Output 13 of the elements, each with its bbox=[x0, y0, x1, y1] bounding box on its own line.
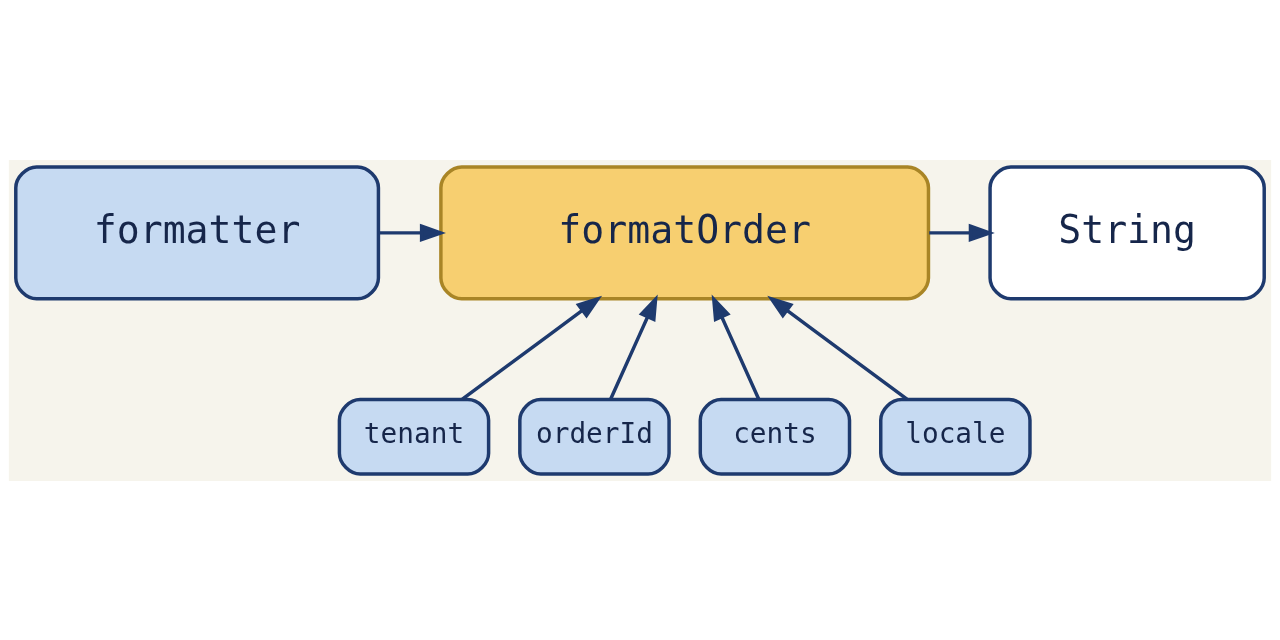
node-box: cents bbox=[698, 397, 852, 476]
node-box: locale bbox=[879, 397, 1032, 476]
node-box: formatOrder bbox=[439, 164, 931, 301]
arrow bbox=[711, 294, 761, 400]
arrow bbox=[461, 295, 603, 401]
node-box: formatter bbox=[14, 164, 381, 301]
node-box: String bbox=[988, 164, 1266, 301]
arrow bbox=[767, 295, 908, 401]
node-box: orderId bbox=[518, 397, 671, 476]
arrow bbox=[378, 223, 446, 242]
arrow bbox=[929, 223, 995, 242]
node-box: tenant bbox=[337, 397, 491, 476]
arrow bbox=[609, 294, 658, 400]
